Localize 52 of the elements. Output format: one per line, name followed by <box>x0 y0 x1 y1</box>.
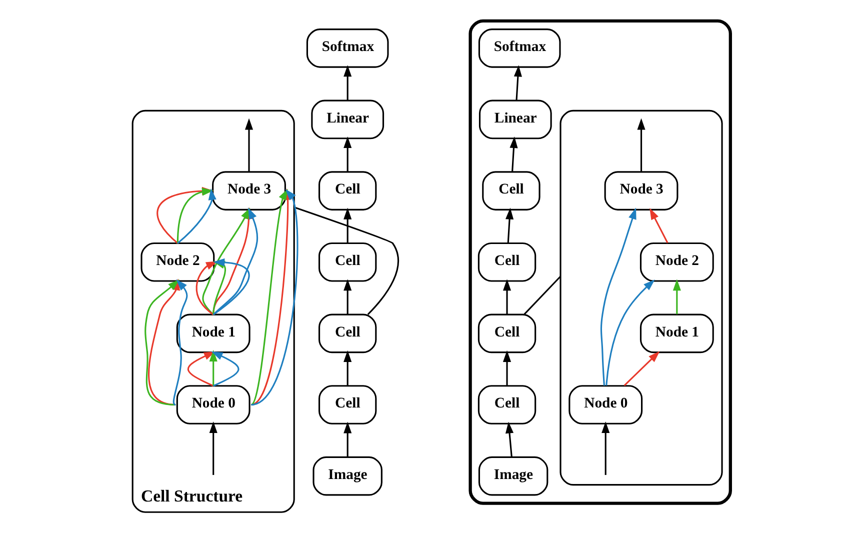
node-box: Node 0 <box>568 385 643 424</box>
arrow <box>344 136 352 172</box>
node-box: Linear <box>311 100 384 140</box>
arrow <box>510 136 518 172</box>
arrow <box>344 208 352 243</box>
node-box: Node 2 <box>640 242 714 282</box>
node-box: Cell <box>478 314 536 354</box>
connector <box>294 206 400 315</box>
arrow <box>211 351 240 387</box>
node-box: Node 3 <box>604 171 678 210</box>
arrow <box>502 279 512 314</box>
node-box: Node 2 <box>140 242 215 282</box>
arrow <box>344 422 352 457</box>
node-box: Linear <box>478 100 552 140</box>
arrow <box>505 422 514 457</box>
node-box: Node 1 <box>176 314 250 354</box>
node-box: Image <box>312 456 382 496</box>
node-box: Node 3 <box>212 171 286 210</box>
arrow <box>188 351 216 387</box>
arrow <box>637 118 646 172</box>
arrow <box>602 421 610 475</box>
node-box: Cell <box>478 385 536 424</box>
connector <box>524 276 562 315</box>
arrow <box>209 421 218 475</box>
node-box: Image <box>478 456 548 496</box>
arrow <box>650 208 668 244</box>
node-box: Softmax <box>306 28 389 68</box>
arrow <box>502 350 512 386</box>
arrow <box>344 350 352 386</box>
node-box: Cell <box>318 242 377 282</box>
arrow <box>344 279 352 314</box>
node-box: Softmax <box>478 28 561 68</box>
arrow <box>514 65 522 100</box>
node-box: Cell <box>318 171 377 210</box>
arrow <box>196 261 218 316</box>
arrow <box>606 279 655 386</box>
arrow <box>624 351 660 386</box>
arrow <box>209 350 218 386</box>
node-box: Cell <box>318 314 377 354</box>
node-box: Cell <box>318 385 377 424</box>
node-box: Cell <box>478 242 536 282</box>
arrow <box>600 208 636 386</box>
node-box: Cell <box>482 171 540 210</box>
node-box: Node 0 <box>176 385 250 424</box>
arrow <box>506 208 514 243</box>
cluster <box>560 110 723 486</box>
arrow <box>244 118 254 172</box>
node-box: Node 1 <box>640 314 714 354</box>
cluster <box>468 19 732 505</box>
arrow <box>672 279 681 314</box>
arrow <box>202 208 250 316</box>
arrow <box>344 65 352 100</box>
